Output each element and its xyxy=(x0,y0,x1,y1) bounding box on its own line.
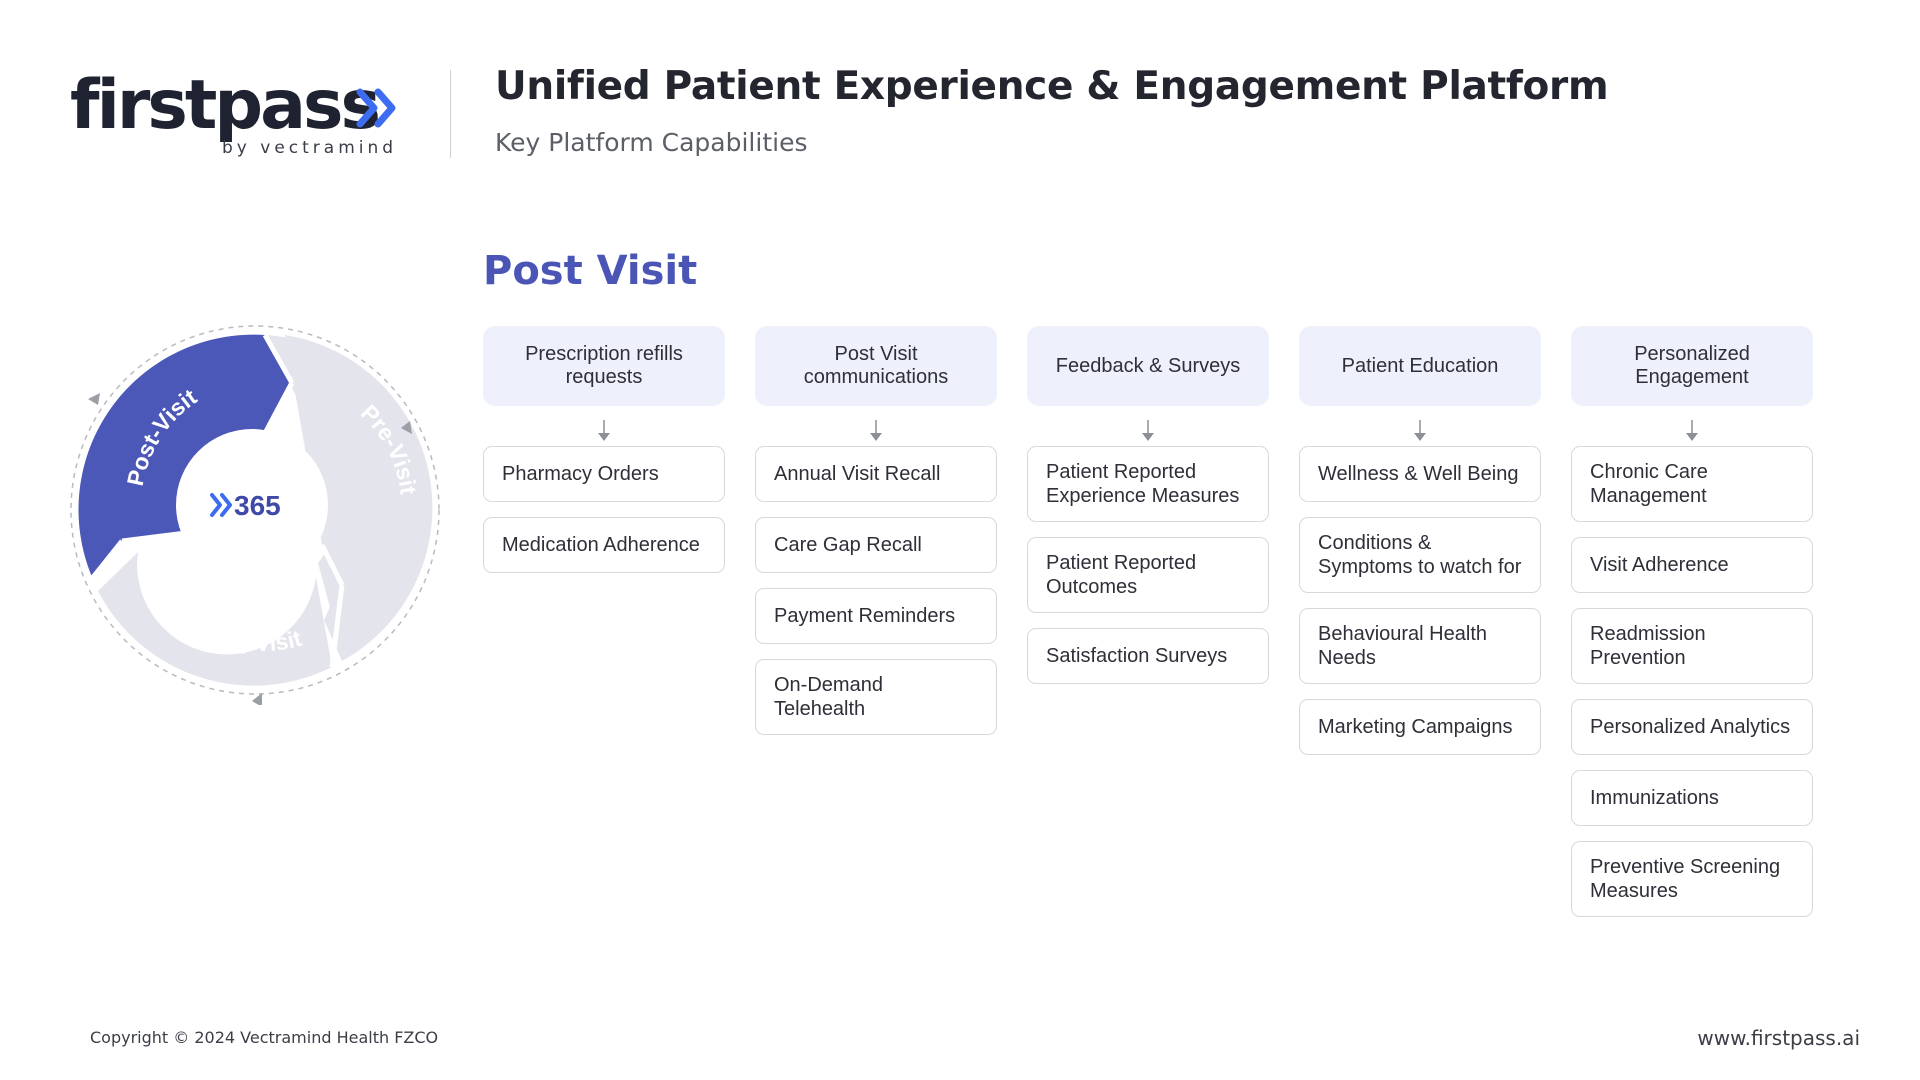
down-arrow-icon xyxy=(1571,406,1813,446)
segment-pre-visit-fill xyxy=(265,335,431,649)
capability-item: Medication Adherence xyxy=(483,517,725,573)
column-header: Personalized Engagement xyxy=(1571,326,1813,406)
capability-item: Patient Reported Outcomes xyxy=(1027,537,1269,613)
capability-item: Immunizations xyxy=(1571,770,1813,826)
cycle-center-label: 365 xyxy=(234,490,281,521)
column-header: Patient Education xyxy=(1299,326,1541,406)
section-title: Post Visit xyxy=(483,248,698,294)
column-header: Prescription refills requests xyxy=(483,326,725,406)
copyright-text: Copyright © 2024 Vectramind Health FZCO xyxy=(90,1028,439,1047)
cycle-dashed-ring xyxy=(70,325,440,695)
capability-item: Preventive Screening Measures xyxy=(1571,841,1813,917)
down-arrow-icon xyxy=(1299,406,1541,446)
column-prescription-refills: Prescription refills requests Pharmacy O… xyxy=(483,326,725,588)
down-arrow-icon xyxy=(755,406,997,446)
cycle-arrowhead-icon xyxy=(88,393,100,405)
capability-item: Visit Adherence xyxy=(1571,537,1813,593)
cycle-arrowhead-icon xyxy=(401,421,412,434)
down-arrow-icon xyxy=(1027,406,1269,446)
logo-byline: by vectramind xyxy=(222,138,398,158)
capability-item: Marketing Campaigns xyxy=(1299,699,1541,755)
column-header: Feedback & Surveys xyxy=(1027,326,1269,406)
page-subtitle: Key Platform Capabilities xyxy=(495,128,808,157)
capability-item: Pharmacy Orders xyxy=(483,446,725,502)
cycle-arrowhead-icon xyxy=(252,693,262,705)
capability-item: Care Gap Recall xyxy=(755,517,997,573)
capability-item: Readmission Prevention xyxy=(1571,608,1813,684)
capability-item: Personalized Analytics xyxy=(1571,699,1813,755)
segment-during-visit xyxy=(98,552,332,686)
website-link[interactable]: www.firstpass.ai xyxy=(1697,1026,1860,1050)
capability-item: Annual Visit Recall xyxy=(755,446,997,502)
capability-item: Behavioural Health Needs xyxy=(1299,608,1541,684)
header-divider xyxy=(450,70,451,158)
segment-label-during-visit: During Visit xyxy=(179,603,305,656)
capability-item: Payment Reminders xyxy=(755,588,997,644)
capability-item: Wellness & Well Being xyxy=(1299,446,1541,502)
segment-post-visit xyxy=(78,334,290,577)
down-arrow-icon xyxy=(483,406,725,446)
page-title: Unified Patient Experience & Engagement … xyxy=(495,64,1609,109)
double-chevron-icon xyxy=(356,88,396,128)
capability-item: Satisfaction Surveys xyxy=(1027,628,1269,684)
svg-text:During Visit: During Visit xyxy=(179,603,305,656)
column-feedback-surveys: Feedback & Surveys Patient Reported Expe… xyxy=(1027,326,1269,699)
visit-cycle-diagram: 365 Post-Visit Pre-Visit During Visit xyxy=(70,325,440,705)
logo-wordmark: firstpass xyxy=(70,66,381,145)
capability-item: On-Demand Telehealth xyxy=(755,659,997,735)
firstpass-logo: firstpass by vectramind xyxy=(70,66,410,166)
capability-item: Chronic Care Management xyxy=(1571,446,1813,522)
column-patient-education: Patient Education Wellness & Well Being … xyxy=(1299,326,1541,770)
capability-item: Patient Reported Experience Measures xyxy=(1027,446,1269,522)
column-personalized-engagement: Personalized Engagement Chronic Care Man… xyxy=(1571,326,1813,932)
capability-item: Conditions & Symptoms to watch for xyxy=(1299,517,1541,593)
column-post-visit-communications: Post Visit communications Annual Visit R… xyxy=(755,326,997,750)
double-chevron-icon xyxy=(210,493,232,517)
column-header: Post Visit communications xyxy=(755,326,997,406)
cycle-center xyxy=(176,429,328,581)
